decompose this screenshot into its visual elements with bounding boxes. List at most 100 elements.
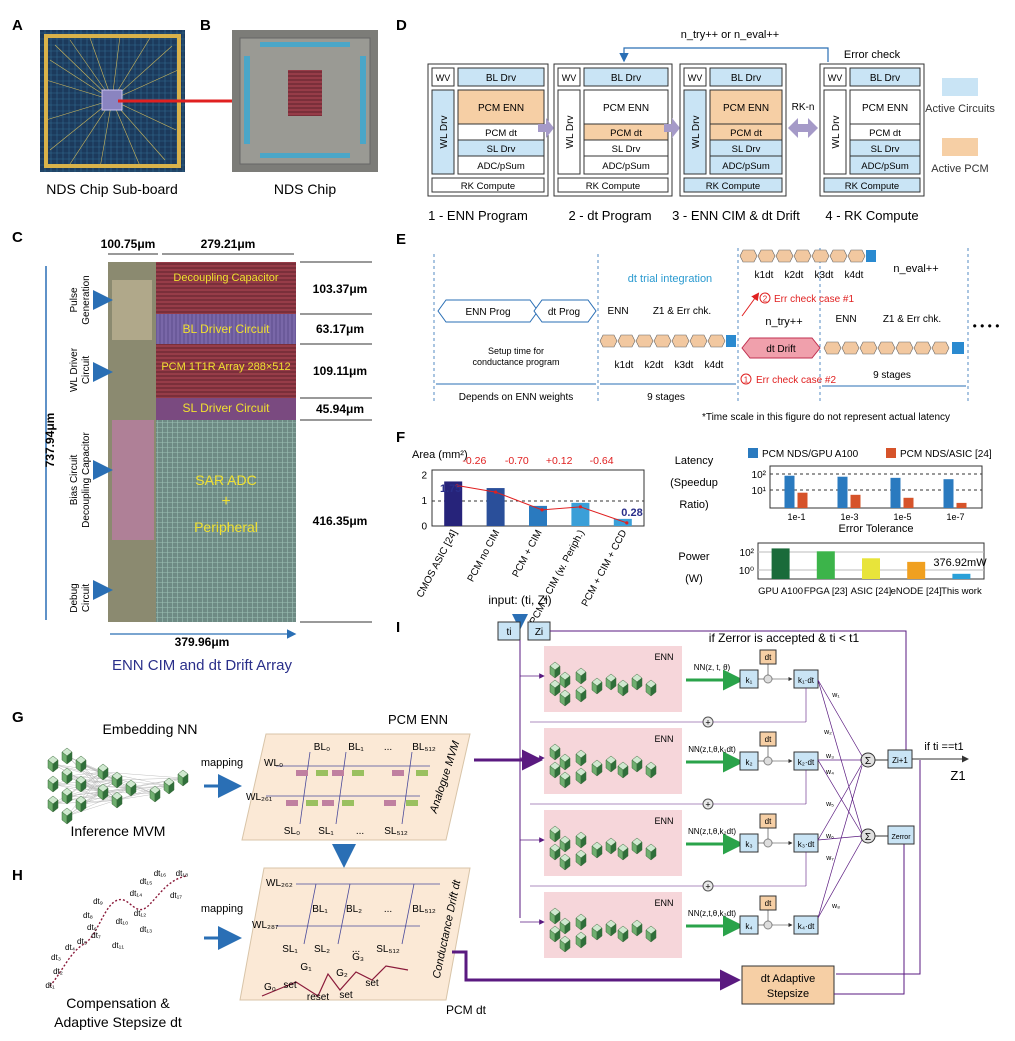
bl-label: BL₁ — [312, 904, 328, 915]
panel-letter-b: B — [200, 17, 211, 34]
left-label-bias: Bias Circuit — [69, 455, 80, 506]
dt-labels: dt₁dt₂dt₃dt₄dt₅dt₆dt₇dt₈dt₉dt₁₀dt₁₁dt₁₂d… — [45, 869, 188, 990]
latency-xlabel: Error Tolerance — [839, 523, 914, 535]
latency-category: 1e-1 — [787, 512, 805, 522]
enn-prog: ENN Prog — [465, 307, 510, 318]
kdt-label: k₁·dt — [798, 676, 815, 685]
dt-step-label: dt₅ — [77, 937, 87, 946]
adc-label: ADC/pSum — [722, 161, 770, 172]
err2-label: Err check case #2 — [756, 375, 836, 386]
panel-e: E ENN Prog dt Prog Setup time for conduc… — [396, 231, 999, 423]
stage-4-title: 4 - RK Compute — [825, 208, 918, 223]
latency-bar — [890, 477, 901, 508]
weight-lines — [817, 679, 863, 919]
height-1: 103.37μm — [313, 282, 368, 296]
wl287-label: WL₂₈₇ — [252, 920, 279, 931]
multiply-node — [763, 674, 773, 684]
wl-label: WL Drv — [565, 116, 576, 149]
power-category: ASIC [24] — [851, 586, 892, 597]
nn-edge — [66, 771, 104, 817]
area-trend-point — [578, 505, 583, 509]
enn-box-label: ENN — [654, 898, 673, 908]
sl-label: SL Drv — [612, 144, 641, 155]
kdt-label: k₂·dt — [798, 758, 815, 767]
nn-node-cube — [75, 755, 87, 773]
label-decap1: Decoupling Capacitor — [173, 272, 279, 284]
loop-label: n_try++ or n_eval++ — [681, 29, 779, 41]
wl-label: WL Drv — [831, 116, 842, 149]
stage-1-title: 1 - ENN Program — [428, 208, 528, 223]
panel-letter-f: F — [396, 429, 405, 446]
wl0-label: WL₀ — [264, 758, 283, 769]
k-label: k₂ — [745, 758, 752, 767]
array-region-c — [156, 344, 296, 398]
label-peripheral: Peripheral — [194, 519, 258, 535]
error-check: Error check — [844, 49, 901, 61]
power-bar — [907, 561, 926, 579]
area-diff-label: +0.12 — [546, 455, 573, 467]
power-bar — [862, 558, 880, 579]
power-bar — [771, 548, 790, 579]
label-array: PCM 1T1R Array 288×512 — [161, 361, 290, 373]
power-category: eNODE [24] — [891, 586, 942, 597]
power-bar — [816, 551, 835, 579]
wv-label: WV — [828, 73, 843, 83]
zi1-label: Zi+1 — [892, 756, 908, 765]
enn-label: PCM ENN — [603, 103, 649, 114]
input-label: input: (ti, Zi) — [488, 593, 551, 607]
wl-label: WL Drv — [691, 116, 702, 149]
g-label: G₀ — [264, 982, 276, 993]
dt-step-label: dt₆ — [87, 923, 97, 932]
area-diff-label: -0.70 — [505, 455, 529, 467]
weight-label: w₆ — [825, 833, 834, 840]
power-bar — [952, 573, 971, 579]
dt-step-label: dt₁₀ — [116, 917, 129, 926]
dt-step-label: dt₁₈ — [176, 869, 189, 878]
latency-bar — [784, 475, 795, 508]
array-region — [288, 70, 322, 116]
area-category: CMOS ASIC [24] — [415, 528, 460, 600]
latency-bar — [903, 497, 914, 508]
area-ytick: 1 — [421, 496, 427, 507]
legend-active-circuits: Active Circuits — [925, 103, 995, 115]
crossbar-h-lines — [276, 883, 440, 945]
latency-chart: Latency (Speedup Ratio) PCM NDS/GPU A100… — [670, 448, 992, 535]
mapping-g: mapping — [201, 757, 243, 769]
area-bar — [613, 518, 632, 526]
nn-call-label: NN(z,t,θ,k₂dt) — [688, 827, 736, 836]
err2-circle — [740, 373, 752, 385]
latency-bar — [943, 479, 954, 508]
err1-circle — [759, 292, 771, 304]
time-dividers — [433, 248, 969, 404]
sl-label: SL Drv — [732, 144, 761, 155]
left-arrows — [93, 290, 113, 600]
op-label: set — [339, 990, 353, 1001]
kdt-label: k₃·dt — [798, 840, 815, 849]
dt-label: dt — [765, 817, 772, 826]
rk-label: RK Compute — [845, 181, 899, 192]
left-label-generation: Generation — [81, 275, 92, 324]
nn-node-cube — [61, 747, 73, 765]
panel-a: A NDS Chip Sub-board — [12, 17, 268, 197]
sl-label: SL₅₁₂ — [384, 826, 408, 837]
power-ylabel: (W) — [685, 573, 703, 585]
zerr-label: Zerror — [891, 834, 911, 841]
sl-label: SL Drv — [871, 144, 900, 155]
area-trend-point — [540, 508, 544, 512]
io-pads — [244, 42, 366, 158]
enn-box-label: ENN — [654, 734, 673, 744]
adaptive-feedback-2 — [836, 760, 921, 975]
dt-label: PCM dt — [730, 128, 762, 139]
sl-label: ... — [356, 826, 364, 837]
nn-node-cube — [177, 769, 189, 787]
bl-label: BL₅₁₂ — [412, 742, 436, 753]
enn-title: Embedding NN — [103, 721, 198, 737]
op-label: set — [283, 980, 297, 991]
bl-label: BL Drv — [611, 73, 641, 84]
adder-plus: + — [705, 718, 710, 728]
dots: • • • • — [973, 319, 1000, 333]
height-4: 45.94μm — [316, 402, 364, 416]
power-ylabel: Power — [678, 551, 710, 563]
accept-label: if Zerror is accepted & ti < t1 — [709, 631, 860, 645]
